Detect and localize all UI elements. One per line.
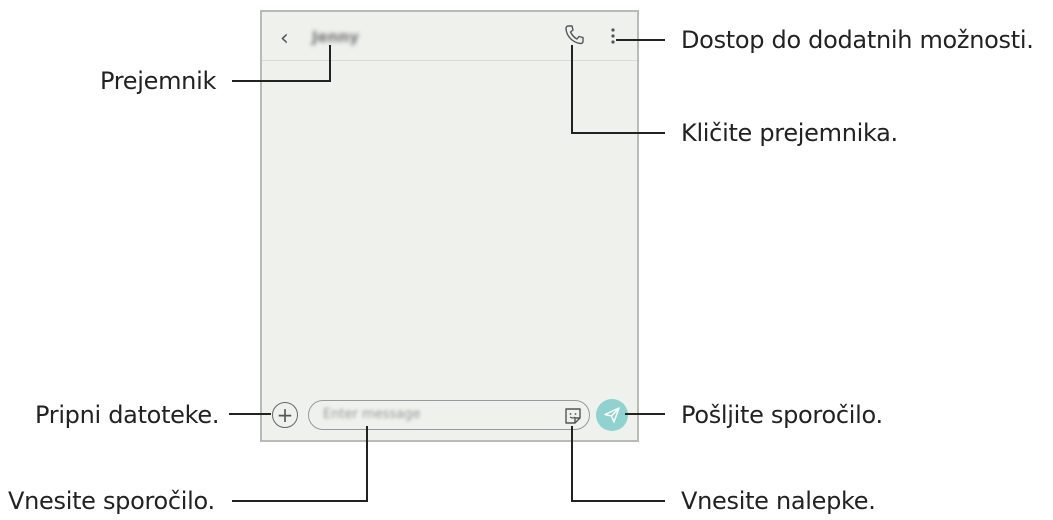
callout-line-message xyxy=(232,500,368,502)
compose-bar: + Enter message xyxy=(262,398,637,442)
contact-name[interactable]: Jenny xyxy=(312,28,359,46)
callout-line-send xyxy=(625,413,665,415)
callout-line-attach xyxy=(229,413,271,415)
label-enter-stickers: Vnesite nalepke. xyxy=(681,487,876,515)
callout-line-more xyxy=(616,39,665,41)
message-input[interactable]: Enter message xyxy=(308,400,590,430)
callout-line-recipient xyxy=(232,80,331,82)
callout-line-sticker xyxy=(571,500,665,502)
callout-line-call-v xyxy=(571,45,573,134)
more-vert-icon[interactable] xyxy=(610,28,616,48)
label-send-message: Pošljite sporočilo. xyxy=(681,401,883,429)
callout-line-call xyxy=(571,132,665,134)
plus-circle-icon[interactable]: + xyxy=(272,402,298,428)
message-placeholder: Enter message xyxy=(323,407,421,422)
callout-line-recipient-v xyxy=(329,45,331,82)
label-enter-message: Vnesite sporočilo. xyxy=(8,487,215,515)
label-call-recipient: Kličite prejemnika. xyxy=(681,119,898,147)
top-bar: ‹ Jenny xyxy=(262,12,637,61)
send-icon xyxy=(604,407,620,423)
callout-line-message-v xyxy=(366,426,368,502)
label-more-options: Dostop do dodatnih možnosti. xyxy=(681,26,1034,54)
callout-line-sticker-v xyxy=(571,426,573,502)
send-button[interactable] xyxy=(596,399,628,431)
label-attach-files: Pripni datoteke. xyxy=(35,401,220,429)
sticker-icon[interactable] xyxy=(563,406,583,430)
phone-icon[interactable] xyxy=(564,24,584,50)
label-recipient: Prejemnik xyxy=(100,67,217,95)
back-icon[interactable]: ‹ xyxy=(280,26,289,51)
phone-screen: ‹ Jenny + Enter message xyxy=(260,10,639,442)
